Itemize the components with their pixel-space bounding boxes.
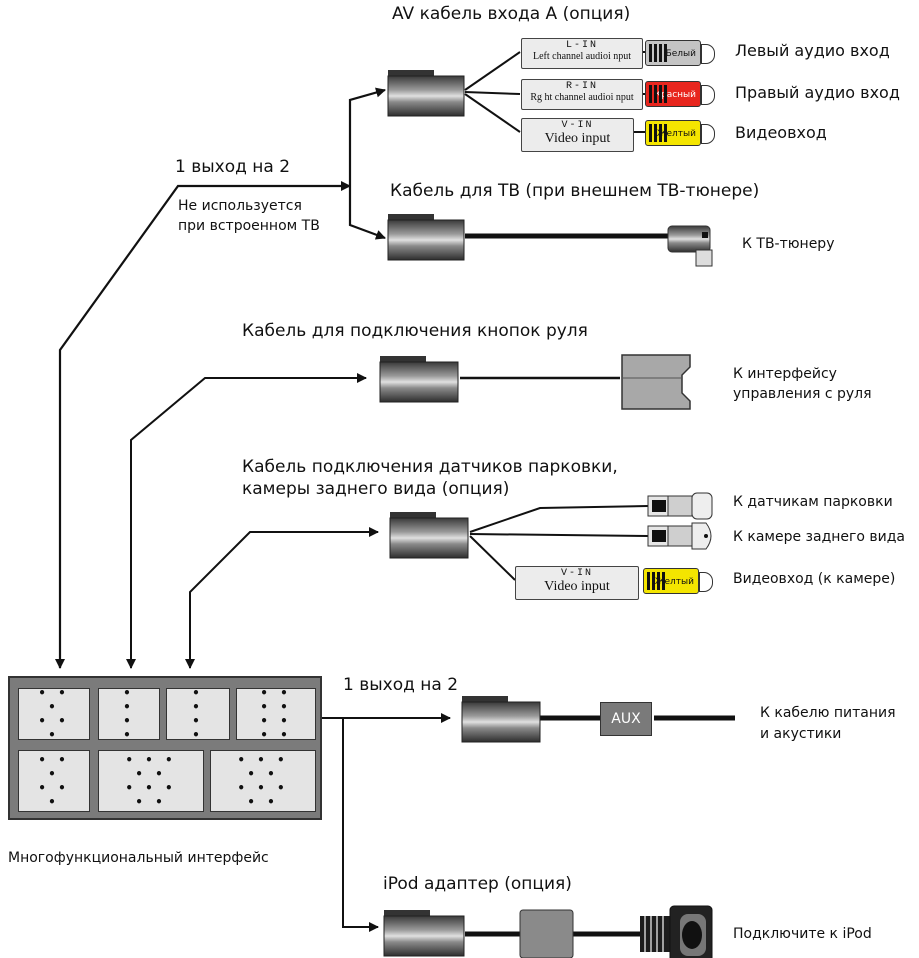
camera-label: К камере заднего вида	[733, 529, 905, 545]
steering-connector-icon	[621, 354, 691, 410]
connector-7: • • • • •• • • • •	[210, 750, 316, 812]
steering-label: К интерфейсу управления с руля	[733, 366, 872, 402]
not-used-note: Не используется при встроенном ТВ	[178, 198, 320, 234]
pins-icon: • • • • •• • • • •	[125, 753, 177, 809]
tv-cable-title: Кабель для ТВ (при внешнем ТВ-тюнере)	[390, 181, 760, 201]
rca-ribs	[649, 44, 667, 62]
connector-2: • •• •	[98, 686, 160, 742]
rca-ribs	[649, 124, 667, 142]
connector-6: • • • • •• • • • •	[98, 750, 204, 812]
parking-v-in-desc: Video input	[544, 579, 610, 594]
rca-tip	[699, 572, 713, 592]
connector-5: • • •• • •	[18, 750, 90, 812]
r-in-desc: Rg ht channel audioi nput	[530, 92, 634, 103]
plug-tv	[387, 214, 465, 261]
video-in-label: Видеовход	[735, 123, 827, 142]
parking-fanout	[469, 505, 649, 581]
v-in-code: V-IN	[561, 120, 594, 131]
steering-wire	[130, 373, 367, 668]
parking-sensor-plug-icon	[647, 492, 713, 520]
av-fanout	[464, 51, 648, 133]
connector-4: • • • •• • • •	[236, 686, 316, 742]
parking-v-in-code: V-IN	[560, 568, 593, 579]
pins-icon: • • • •• • • •	[260, 686, 292, 742]
ipod-connector-icon	[640, 905, 713, 958]
av-cable-title: AV кабель входа А (опция)	[392, 4, 631, 24]
l-in-desc: Left channel audioi nput	[532, 51, 632, 62]
video-in-camera-label: Видеовход (к камере)	[733, 571, 896, 587]
pins-icon: • • • • •• • • • •	[237, 753, 289, 809]
tv-tuner-label: К ТВ-тюнеру	[742, 236, 835, 252]
left-audio-label: Левый аудио вход	[735, 41, 890, 60]
multifunction-interface: • • •• • • • •• • • •• • • • • •• • • • …	[8, 676, 322, 820]
parking-v-in-box: V-IN Video input	[515, 566, 639, 600]
steering-cable-title: Кабель для подключения кнопок руля	[242, 321, 588, 341]
rca-ribs	[647, 572, 665, 590]
pins-icon: • •• •	[192, 686, 204, 742]
l-in-code: L-IN	[565, 40, 598, 51]
power-label: К кабелю питания и акустики	[760, 705, 896, 742]
r-in-code: R-IN	[565, 81, 598, 92]
parking-sensor-label: К датчикам парковки	[733, 494, 893, 510]
pins-icon: • • •• • •	[38, 753, 70, 809]
plug-av	[387, 70, 465, 117]
pins-icon: • • •• • •	[38, 686, 70, 742]
r-in-box: R-IN Rg ht channel audioi nput	[521, 79, 643, 110]
mf-interface-label: Многофункциональный интерфейс	[8, 850, 269, 866]
v-in-desc: Video input	[544, 131, 611, 146]
rca-ribs	[649, 85, 667, 103]
connector-3: • •• •	[166, 686, 230, 742]
l-in-box: L-IN Left channel audioi nput	[521, 38, 643, 69]
parking-wire	[189, 527, 379, 668]
ipod-label: Подключите к iPod	[733, 926, 872, 942]
parking-cable-title: Кабель подключения датчиков парковки, ка…	[242, 457, 618, 499]
rca-tip	[701, 44, 715, 64]
connector-1: • • •• • •	[18, 686, 90, 742]
right-audio-label: Правый аудио вход	[735, 83, 900, 102]
plug-ipod	[383, 910, 465, 957]
split-top-label: 1 выход на 2	[175, 157, 291, 177]
ipod-adapter-title: iPod адаптер (опция)	[383, 874, 572, 894]
camera-plug-icon	[647, 522, 712, 550]
ipod-adapter-box	[519, 909, 574, 958]
ipod-wire	[342, 718, 379, 932]
split-bottom-label: 1 выход на 2	[343, 675, 459, 695]
tv-tuner-plug-icon	[667, 225, 713, 267]
rca-tip	[701, 85, 715, 105]
pins-icon: • •• •	[123, 686, 135, 742]
v-in-box: V-IN Video input	[521, 118, 634, 152]
rca-tip	[701, 124, 715, 144]
plug-parking	[389, 512, 469, 559]
plug-aux	[461, 696, 541, 743]
plug-steering	[379, 356, 459, 403]
aux-box: AUX	[600, 702, 652, 736]
